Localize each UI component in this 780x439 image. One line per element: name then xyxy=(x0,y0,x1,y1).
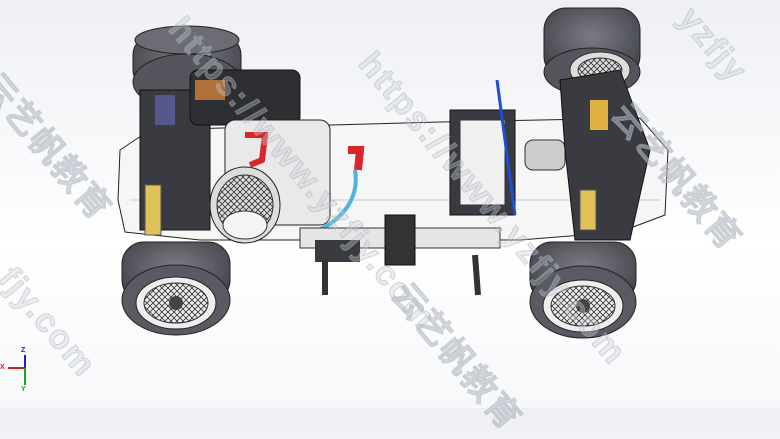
axis-triad xyxy=(8,355,26,385)
triad-y-label: Y xyxy=(21,386,26,393)
model-render[interactable] xyxy=(0,0,780,408)
engine xyxy=(209,119,331,244)
triad-x-label: X xyxy=(0,364,5,371)
front-suspension xyxy=(139,69,301,236)
center-spine xyxy=(299,214,501,296)
wheel-rear-left xyxy=(529,241,637,339)
steering-rod xyxy=(495,79,517,216)
ignition-lead xyxy=(348,146,365,171)
cad-viewport[interactable] xyxy=(0,0,780,408)
wheel-front-right xyxy=(121,241,231,336)
triad-z-label: Z xyxy=(21,347,26,354)
rear-suspension xyxy=(559,69,651,241)
